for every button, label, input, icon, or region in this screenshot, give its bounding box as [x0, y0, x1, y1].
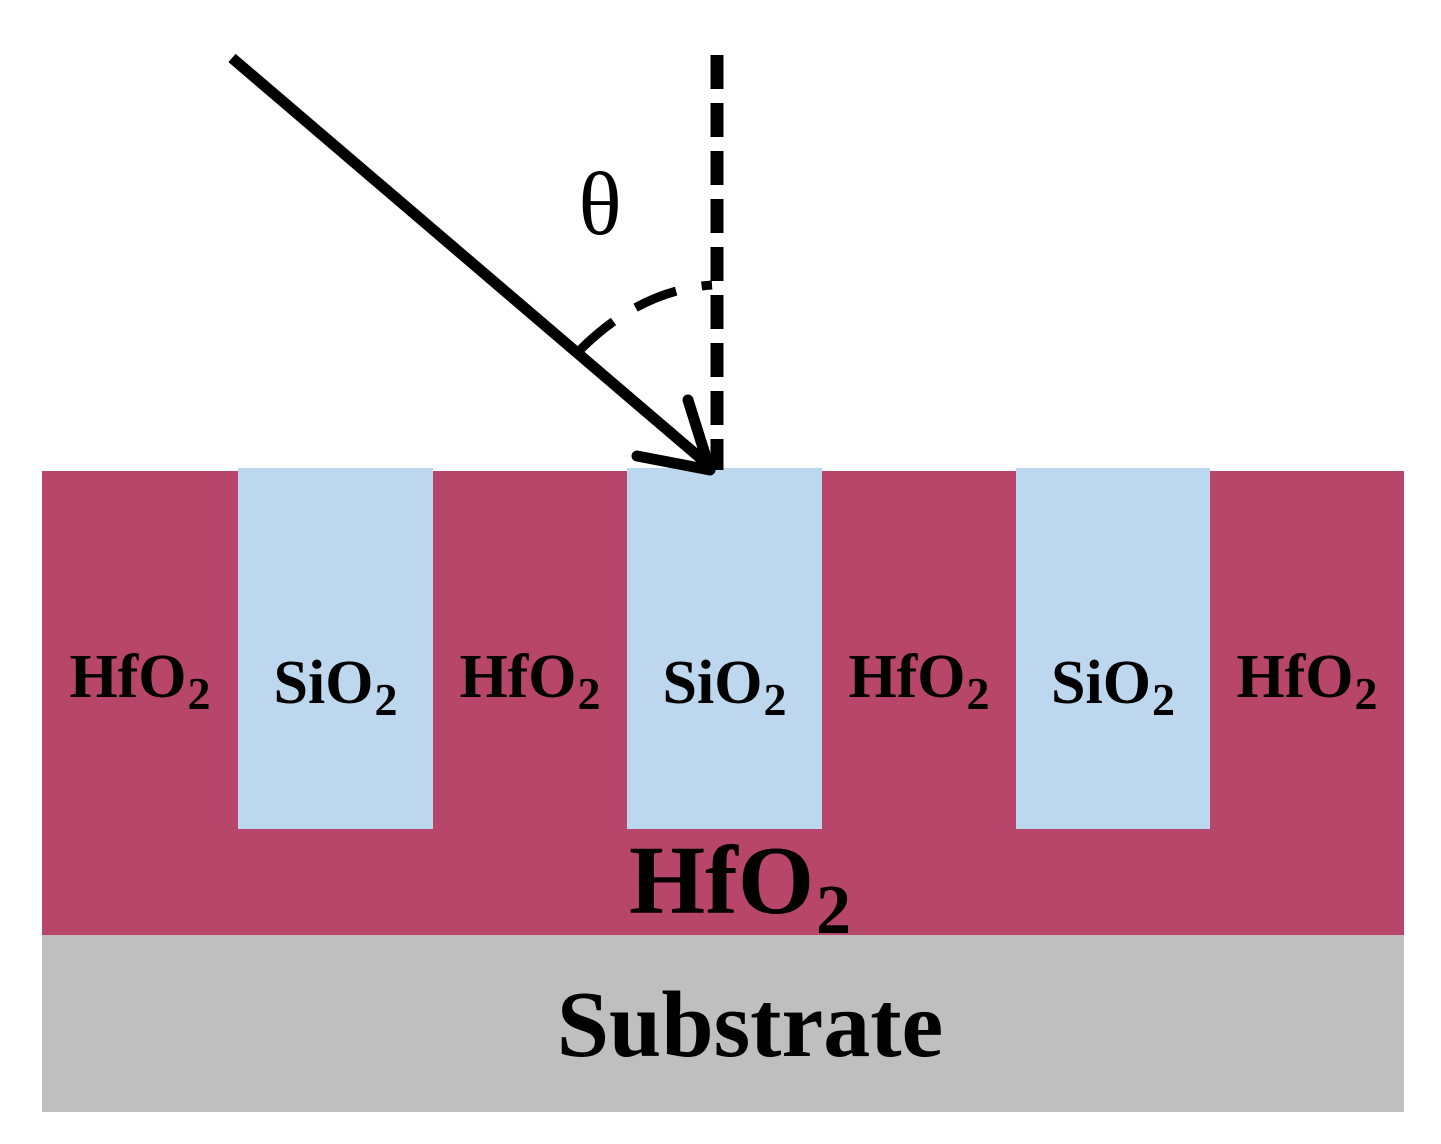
angle-theta-label: θ	[578, 155, 622, 254]
substrate-label: Substrate	[556, 973, 944, 1077]
base-layer-label: HfO2	[628, 827, 852, 949]
grating-column-hfo2-4	[1210, 471, 1404, 829]
substrate-layer	[42, 935, 1404, 1112]
column-label-hfo2-2: HfO2	[459, 643, 601, 719]
column-label-hfo2-1: HfO2	[69, 643, 211, 719]
grating-column-sio2-3	[1016, 468, 1210, 829]
angle-arc-icon	[576, 280, 713, 354]
incident-ray-arrow-icon	[228, 53, 716, 476]
grating-column-sio2-2	[627, 468, 822, 829]
column-label-sio2-1: SiO2	[273, 649, 398, 725]
column-label-sio2-3: SiO2	[1051, 649, 1175, 725]
grating-column-hfo2-3	[822, 471, 1016, 829]
grating-column-hfo2-2	[433, 471, 627, 829]
grating-column-hfo2-1	[42, 471, 238, 829]
column-label-hfo2-4: HfO2	[1236, 643, 1378, 719]
grating-column-sio2-1	[238, 468, 433, 829]
column-label-sio2-2: SiO2	[662, 649, 787, 725]
column-label-hfo2-3: HfO2	[848, 643, 990, 719]
